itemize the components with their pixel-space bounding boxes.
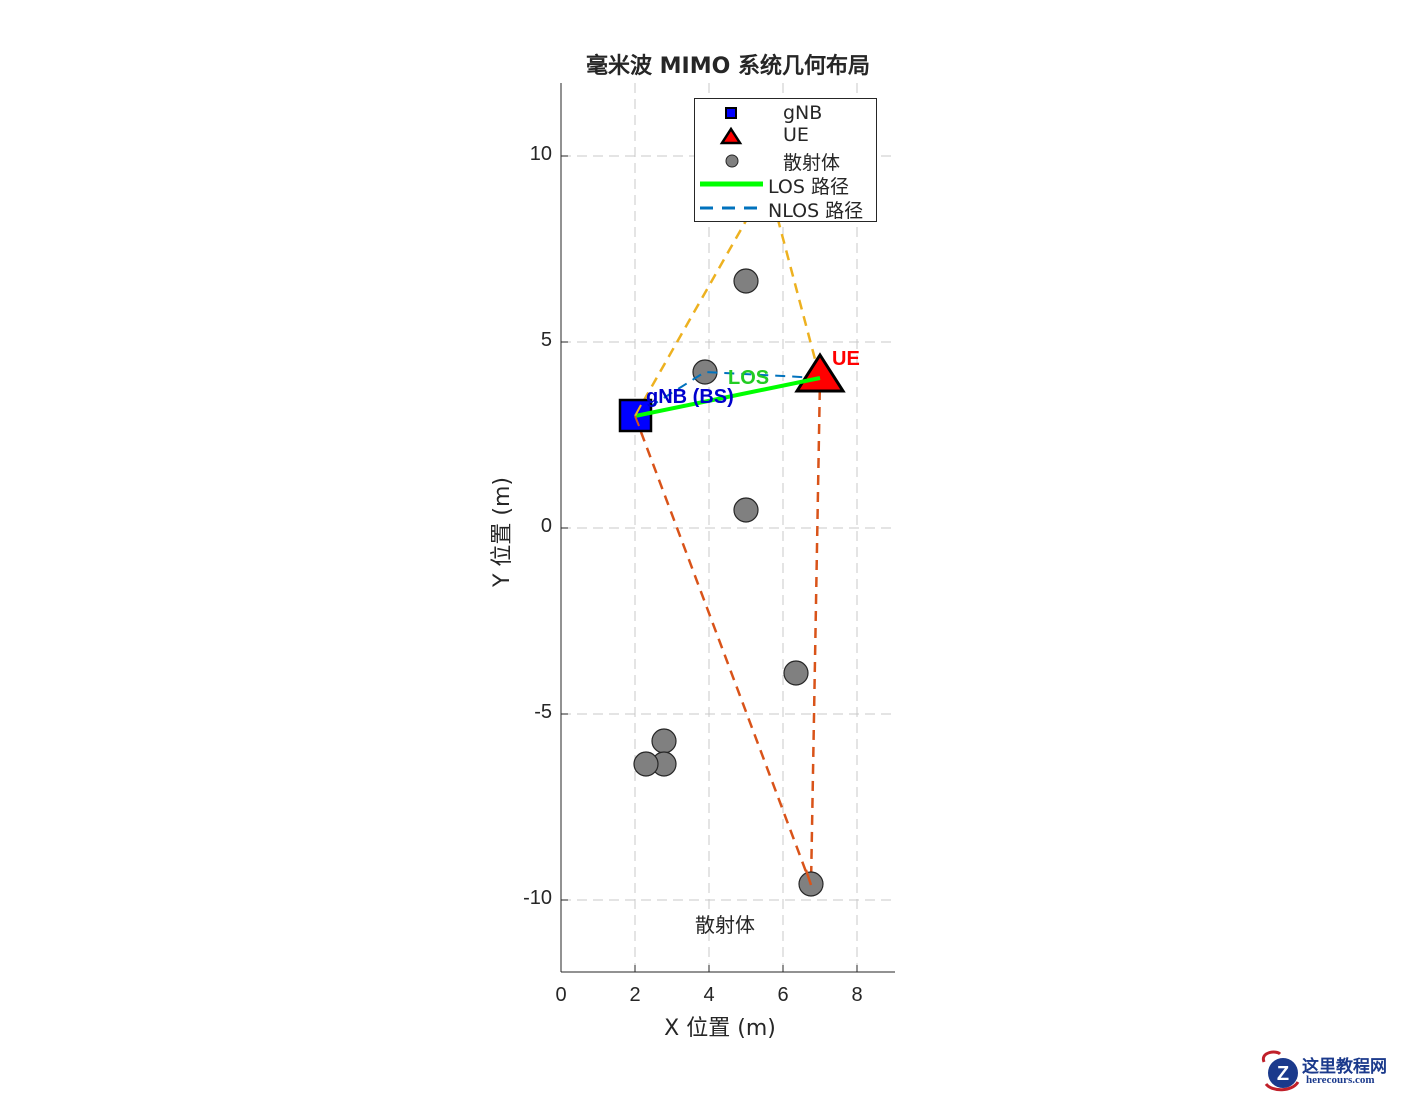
red-triangle-marker-icon xyxy=(719,126,743,145)
scatterer-marker xyxy=(633,751,659,777)
legend: gNB UE 散射体 LOS 路径 NLOS 路径 xyxy=(694,98,877,222)
chart-title: 毫米波 MIMO 系统几何布局 xyxy=(586,54,870,79)
watermark-text-cn: 这里教程网 xyxy=(1302,1057,1387,1077)
gnb-annotation: gNB (BS) xyxy=(646,386,734,408)
y-axis-label: Y 位置 (m) xyxy=(490,476,515,588)
legend-label: LOS 路径 xyxy=(768,176,849,198)
ue-annotation: UE xyxy=(832,348,860,370)
legend-item-los: LOS 路径 xyxy=(695,172,878,198)
scatterer-marker xyxy=(651,728,677,754)
watermark-text-en: herecours.com xyxy=(1306,1074,1375,1086)
svg-text:Z: Z xyxy=(1277,1063,1289,1085)
y-tick-label: -10 xyxy=(523,887,552,909)
legend-label: gNB xyxy=(783,102,823,124)
scatterer-marker xyxy=(783,660,809,686)
axes xyxy=(560,83,895,973)
blue-square-marker-icon xyxy=(725,107,737,119)
legend-label: UE xyxy=(783,124,809,146)
x-tick-label: 2 xyxy=(629,984,641,1006)
los-path xyxy=(634,376,821,418)
y-tick-label: -5 xyxy=(534,701,552,723)
scatterer-marker xyxy=(733,497,759,523)
legend-item-nlos: NLOS 路径 xyxy=(695,196,878,222)
watermark-logo-icon: Z xyxy=(1261,1050,1300,1092)
scatterers xyxy=(633,268,824,897)
scatterer-marker xyxy=(733,268,759,294)
watermark: Z 这里教程网 herecours.com xyxy=(1258,1048,1406,1092)
y-tick-label: 5 xyxy=(540,329,552,351)
legend-item-scatterer: 散射体 xyxy=(695,148,878,174)
grid-lines xyxy=(561,83,895,972)
nlos-path-yellow xyxy=(633,178,822,417)
legend-label: NLOS 路径 xyxy=(768,200,864,222)
green-solid-line-icon xyxy=(700,181,763,187)
y-tick-label: 0 xyxy=(540,515,552,537)
scatterer-annotation: 散射体 xyxy=(695,913,755,937)
x-tick-label: 8 xyxy=(851,984,863,1006)
x-axis-label: X 位置 (m) xyxy=(664,1016,776,1041)
legend-item-ue: UE xyxy=(695,124,878,148)
nlos-path-orange-tip xyxy=(804,869,813,886)
y-tick-label: 10 xyxy=(529,143,552,165)
legend-label: 散射体 xyxy=(783,152,841,174)
x-tick-label: 0 xyxy=(555,984,567,1006)
nlos-path-orange-start xyxy=(634,415,640,427)
gray-circle-marker-icon xyxy=(725,154,739,168)
legend-item-gnb: gNB xyxy=(695,101,878,125)
nlos-path-blue xyxy=(634,370,821,417)
los-annotation: LOS xyxy=(728,367,770,389)
x-tick-label: 4 xyxy=(703,984,715,1006)
nlos-path-orange xyxy=(633,377,822,886)
x-tick-label: 6 xyxy=(777,984,789,1006)
blue-dashed-line-icon xyxy=(700,206,763,210)
nlos-path-yellow-start xyxy=(634,404,642,417)
